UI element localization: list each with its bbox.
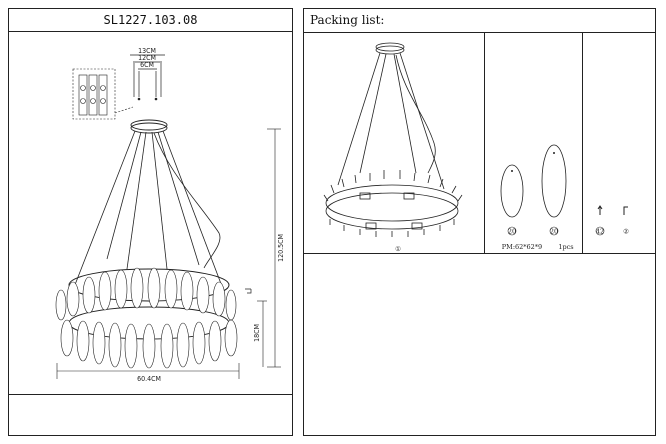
col-divider-1: [484, 32, 485, 253]
canopy-dimensions: [130, 54, 165, 97]
packing-panel: Packing list: ① 20 20: [303, 8, 656, 436]
dim-canopy-mid: 12CM: [138, 54, 156, 62]
packing-items: ① 20 20 PM:62*62*9 1pcs 42 ②: [323, 42, 629, 253]
drawing-panel: SL1227.103.08 13CM 12CM 6CM: [8, 8, 293, 436]
dim-total-height: 120.5CM: [277, 234, 285, 262]
fixture-drawing: [323, 42, 463, 237]
title-divider: [304, 32, 655, 33]
model-code: SL1227.103.08: [103, 13, 198, 27]
hook-callout: [245, 288, 252, 294]
packing-list-title: Packing list:: [310, 13, 385, 27]
col-divider-2: [582, 32, 583, 253]
crystal-small-count: 20: [508, 228, 516, 236]
crystals-lower: [60, 319, 238, 369]
canopy: [130, 119, 168, 131]
dim-diameter: 60.4CM: [137, 375, 161, 383]
hook-pin-count: 42: [596, 228, 604, 236]
dim-canopy-inner: 6CM: [140, 61, 154, 69]
dim-body-height: 18CM: [253, 324, 261, 342]
hook-bracket-label: ②: [623, 228, 629, 236]
crystals-upper: [55, 267, 237, 321]
crystal-small-drawing: [500, 164, 524, 218]
bottom-strip: [9, 394, 292, 395]
dim-canopy-outer: 13CM: [138, 47, 156, 55]
height-dimensions: [56, 128, 281, 379]
hook-pin-drawing: [597, 205, 603, 215]
fixture-label: ①: [395, 245, 401, 253]
chandelier-drawing: 13CM 12CM 6CM: [55, 47, 285, 383]
items-divider: [304, 253, 655, 254]
qty-note: 1pcs: [558, 243, 573, 251]
model-header: SL1227.103.08: [9, 9, 292, 32]
hook-bracket-drawing: [623, 206, 628, 215]
crystal-large-drawing: [541, 144, 567, 218]
crystal-large-count: 20: [550, 228, 558, 236]
suspension-cables: [70, 130, 224, 296]
mounting-detail: [72, 68, 134, 120]
pm-note: PM:62*62*9: [502, 243, 542, 251]
